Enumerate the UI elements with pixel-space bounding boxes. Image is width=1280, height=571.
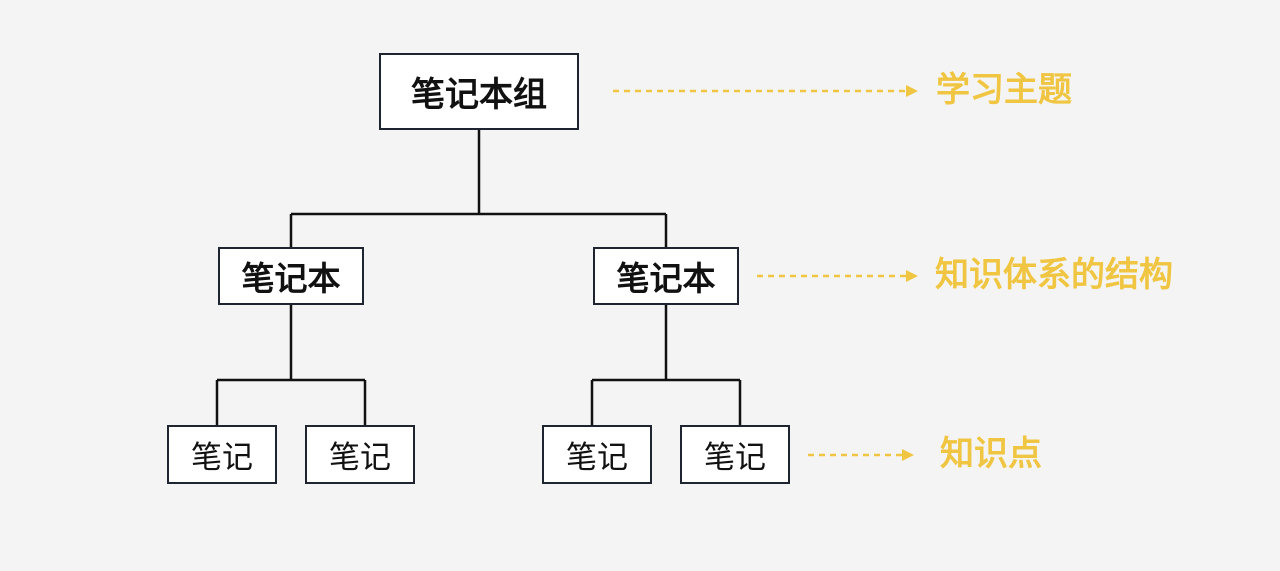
legend-label-knowledge-point: 知识点	[940, 434, 1042, 474]
note-label: 笔记	[191, 440, 253, 476]
note-label: 笔记	[329, 440, 391, 476]
notebook-label: 笔记本	[616, 259, 716, 298]
notebook-group-node: 笔记本组	[379, 53, 579, 130]
legend-label-learning-topic: 学习主题	[936, 70, 1072, 110]
legend-arrowhead-1	[906, 85, 918, 97]
note-node-1: 笔记	[167, 425, 277, 484]
note-node-3: 笔记	[542, 425, 652, 484]
notebook-node-right: 笔记本	[593, 247, 739, 305]
note-node-2: 笔记	[305, 425, 415, 484]
note-label: 笔记	[704, 440, 766, 476]
notebook-node-left: 笔记本	[218, 247, 364, 305]
legend-label-knowledge-structure: 知识体系的结构	[935, 255, 1173, 295]
note-label: 笔记	[566, 440, 628, 476]
legend-arrowhead-2	[906, 270, 918, 282]
notebook-label: 笔记本	[241, 259, 341, 298]
legend-arrowhead-3	[902, 449, 914, 461]
note-node-4: 笔记	[680, 425, 790, 484]
notebook-group-label: 笔记本组	[411, 75, 547, 115]
